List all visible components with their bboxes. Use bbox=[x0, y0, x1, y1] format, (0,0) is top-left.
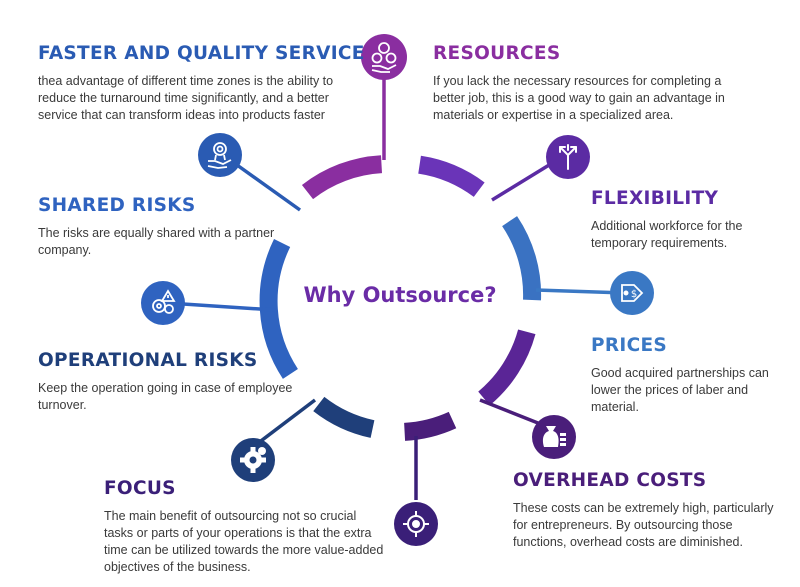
connector-flexibility bbox=[491, 160, 555, 202]
svg-text:$: $ bbox=[631, 289, 637, 300]
overhead-block: OVERHEAD COSTS These costs can be extrem… bbox=[513, 470, 783, 551]
shared-block: SHARED RISKS The risks are equally share… bbox=[38, 195, 303, 259]
operational-body: Keep the operation going in case of empl… bbox=[38, 381, 293, 412]
icon-badges: $ bbox=[141, 34, 654, 546]
resources-block: RESOURCES If you lack the necessary reso… bbox=[433, 43, 738, 124]
resources-body: If you lack the necessary resources for … bbox=[433, 74, 725, 122]
connector-faster bbox=[228, 158, 302, 212]
target-icon bbox=[403, 511, 429, 537]
shared-heading: SHARED RISKS bbox=[38, 195, 196, 216]
flexibility-heading: FLEXIBILITY bbox=[591, 188, 719, 209]
overhead-heading: OVERHEAD COSTS bbox=[513, 470, 707, 491]
connector-operational bbox=[251, 398, 317, 449]
faster-body: thea advantage of different time zones i… bbox=[38, 74, 334, 122]
hand-award-icon bbox=[207, 142, 232, 169]
faster-heading: FASTER AND QUALITY SERVICE bbox=[38, 43, 365, 64]
flexibility-body: Additional workforce for the temporary r… bbox=[591, 219, 743, 250]
ring-segment-purple bbox=[301, 155, 383, 200]
prices-body: Good acquired partnerships can lower the… bbox=[591, 366, 769, 414]
center-title: Why Outsource? bbox=[303, 283, 497, 307]
split-arrows-icon bbox=[559, 144, 577, 170]
connector-overhead bbox=[479, 398, 549, 429]
gear-icon bbox=[240, 447, 266, 473]
resources-icon-badge bbox=[361, 34, 407, 80]
prices-icon-badge bbox=[610, 271, 654, 315]
overhead-body: These costs can be extremely high, parti… bbox=[513, 501, 774, 549]
prices-heading: PRICES bbox=[591, 335, 668, 356]
operational-heading: OPERATIONAL RISKS bbox=[38, 350, 258, 371]
ring-segment-navy bbox=[313, 396, 375, 438]
prices-block: PRICES Good acquired partnerships can lo… bbox=[591, 335, 776, 416]
ring-segment-violet bbox=[418, 155, 485, 198]
focus-heading: FOCUS bbox=[104, 478, 176, 499]
hand-money-gear-icon bbox=[371, 42, 397, 73]
resources-heading: RESOURCES bbox=[433, 43, 561, 64]
ring-segment-purple-right bbox=[478, 329, 536, 406]
money-bag-icon bbox=[542, 426, 566, 447]
gears-warning-icon bbox=[152, 289, 176, 314]
ring-segment-deep-purple bbox=[403, 411, 457, 441]
shared-icon-badge bbox=[141, 281, 185, 325]
faster-block: FASTER AND QUALITY SERVICE thea advantag… bbox=[38, 43, 365, 124]
shared-body: The risks are equally shared with a part… bbox=[38, 226, 275, 257]
price-tag-icon: $ bbox=[621, 284, 644, 302]
connector-shared bbox=[167, 301, 276, 312]
focus-body: The main benefit of outsourcing not so c… bbox=[104, 509, 384, 574]
focus-block: FOCUS The main benefit of outsourcing no… bbox=[104, 478, 386, 576]
operational-block: OPERATIONAL RISKS Keep the operation goi… bbox=[38, 350, 293, 414]
ring-segment-blue-right bbox=[502, 216, 542, 301]
flexibility-block: FLEXIBILITY Additional workforce for the… bbox=[591, 188, 771, 252]
